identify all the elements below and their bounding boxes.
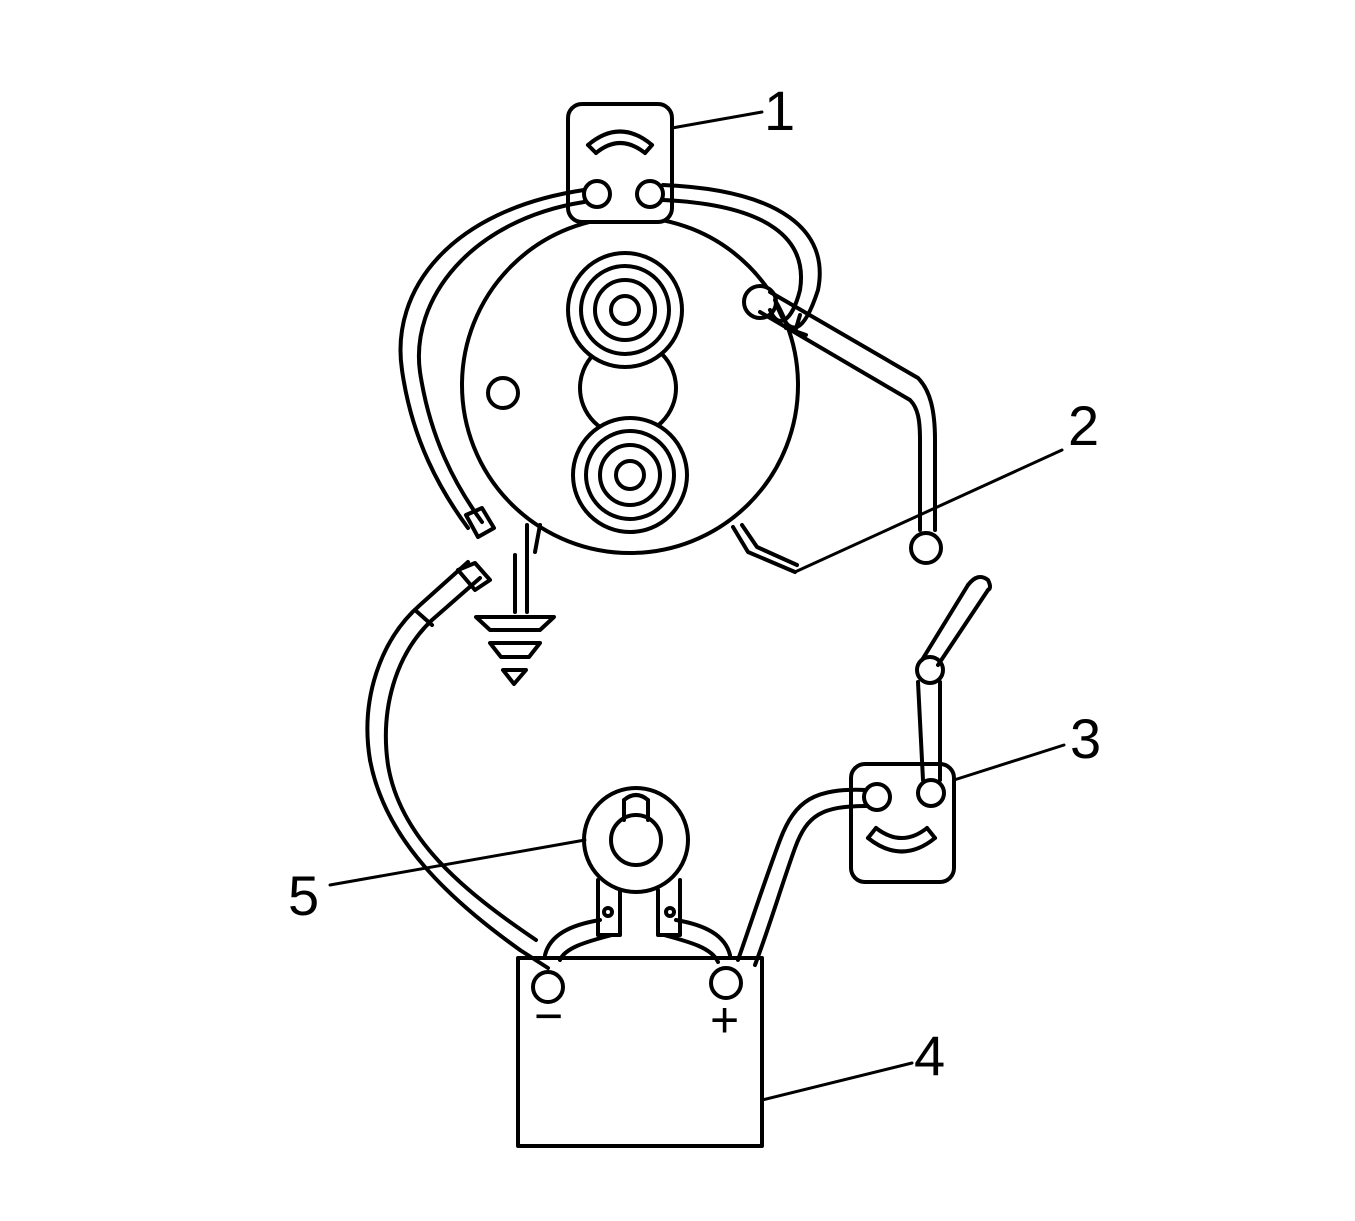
callout-1: 1 [764, 79, 795, 142]
ground-symbol [474, 523, 556, 686]
starter-lead-right [758, 290, 943, 565]
voltmeter-right-leads [736, 574, 992, 967]
callout-3: 3 [1070, 707, 1101, 770]
battery-positive-sign: + [710, 992, 739, 1048]
voltmeter-top [566, 102, 674, 224]
remote-starter-switch [543, 786, 732, 964]
negative-cable [365, 560, 550, 970]
callout-leaders [328, 110, 1066, 1102]
callout-5: 5 [288, 864, 319, 927]
callout-2: 2 [1068, 394, 1099, 457]
voltmeter-right [849, 762, 956, 884]
battery: − + [516, 956, 764, 1148]
starter-motor [460, 215, 800, 574]
callout-4: 4 [914, 1024, 945, 1087]
callout-labels: 1 2 3 4 5 [288, 79, 1101, 1087]
battery-negative-sign: − [534, 988, 563, 1044]
